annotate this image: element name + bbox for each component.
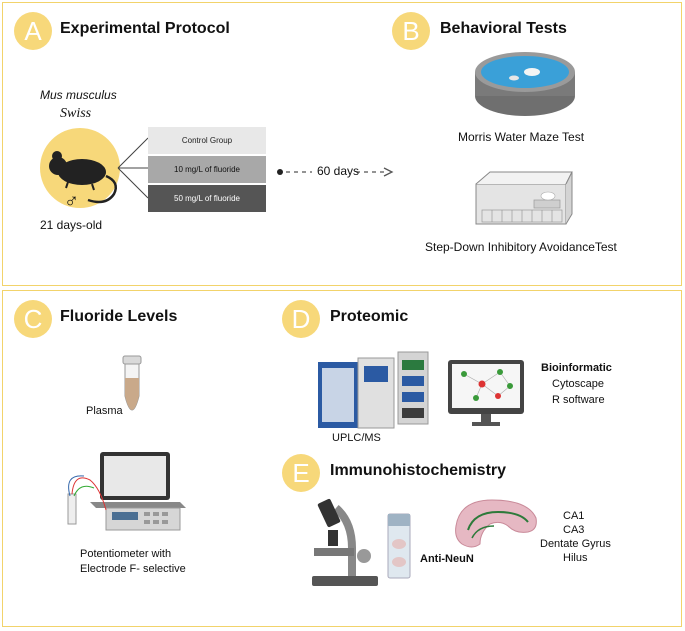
bioinformatic-monitor-icon bbox=[448, 360, 524, 426]
bioinformatic-tool-r: R software bbox=[552, 394, 605, 406]
potentiometer-label-line1: Potentiometer with bbox=[80, 548, 172, 560]
uplc-ms-label: UPLC/MS bbox=[332, 432, 381, 444]
water-maze-icon bbox=[475, 52, 575, 116]
group-10mg: 10 mg/L of fluoride bbox=[148, 156, 266, 183]
bioinformatic-tool-cytoscape: Cytoscape bbox=[552, 378, 604, 390]
group-50mg: 50 mg/L of fluoride bbox=[148, 185, 266, 212]
group-branch-lines bbox=[117, 137, 149, 199]
panel-analyses bbox=[2, 290, 682, 627]
age-label: 21 days-old bbox=[40, 218, 103, 232]
bioinformatic-title: Bioinformatic bbox=[541, 362, 612, 374]
panel-e-title: Immunohistochemistry bbox=[330, 462, 507, 479]
species-label: Mus musculus bbox=[40, 88, 117, 102]
duration-arrow bbox=[277, 167, 394, 177]
label-d-badge: D bbox=[282, 300, 320, 338]
region-dentate-gyrus: Dentate Gyrus bbox=[540, 538, 611, 550]
label-a-badge: A bbox=[14, 12, 52, 50]
avoidance-box-icon bbox=[475, 171, 573, 225]
panel-protocol-behavior bbox=[2, 2, 682, 286]
group-control: Control Group bbox=[148, 127, 266, 154]
slide-icon bbox=[387, 513, 411, 579]
strain-label: Swiss bbox=[60, 106, 92, 121]
panel-b-title: Behavioral Tests bbox=[440, 20, 567, 37]
duration-label: 60 days bbox=[317, 164, 360, 178]
region-hilus: Hilus bbox=[563, 552, 588, 564]
panel-c-title: Fluoride Levels bbox=[60, 308, 178, 325]
label-e-badge: E bbox=[282, 454, 320, 492]
potentiometer-label-line2: Electrode F- selective bbox=[80, 563, 186, 575]
test-avoidance-label: Step-Down Inhibitory AvoidanceTest bbox=[425, 240, 617, 254]
uplc-ms-icon bbox=[318, 351, 429, 429]
microscope-icon bbox=[312, 498, 378, 586]
region-ca1: CA1 bbox=[563, 510, 585, 522]
label-b-badge: B bbox=[392, 12, 430, 50]
region-ca3: CA3 bbox=[563, 524, 585, 536]
plasma-tube-icon bbox=[122, 355, 142, 411]
sex-symbol: ♂ bbox=[64, 190, 79, 212]
label-c-badge: C bbox=[14, 300, 52, 338]
mouse-icon bbox=[40, 128, 120, 208]
plasma-label: Plasma bbox=[86, 405, 123, 417]
panel-d-title: Proteomic bbox=[330, 308, 409, 325]
hippocampus-icon bbox=[455, 499, 537, 548]
test-morris-label: Morris Water Maze Test bbox=[458, 130, 585, 144]
panel-a-title: Experimental Protocol bbox=[60, 20, 230, 37]
antibody-label: Anti-NeuN bbox=[420, 553, 474, 565]
potentiometer-icon bbox=[67, 452, 186, 531]
